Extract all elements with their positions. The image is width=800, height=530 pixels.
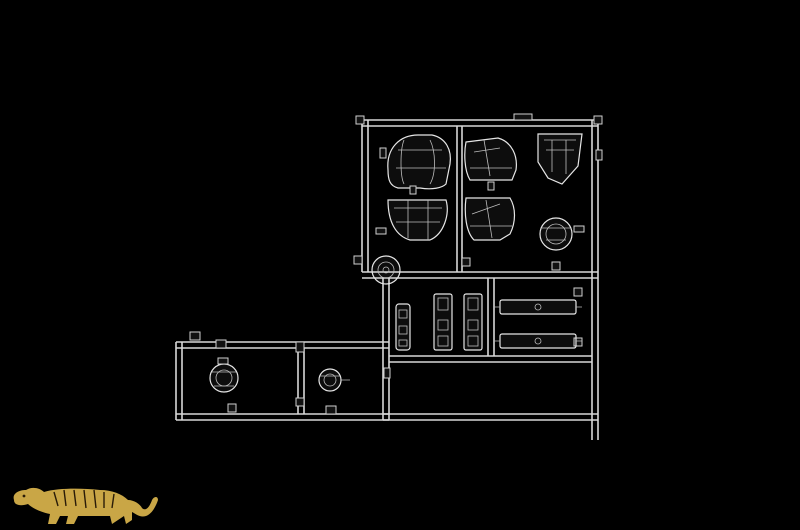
sprue-frame (175, 119, 599, 440)
seat-part-lower (464, 197, 516, 241)
headlight-housing-part (537, 133, 583, 185)
tiger-logo-icon (13, 487, 159, 524)
door-panel-part-left (433, 293, 453, 351)
small-bracket-part (395, 303, 411, 351)
round-lens-part-small (318, 368, 350, 392)
side-window-part-lower (494, 333, 582, 349)
cab-window-part-upper-left (387, 134, 451, 195)
seat-part-upper (464, 137, 517, 191)
door-panel-part-right (463, 293, 483, 351)
round-hub-part (371, 255, 401, 285)
sprue-tabs (189, 113, 603, 415)
cab-window-part-lower-left (387, 199, 448, 241)
round-lens-part-upper (539, 217, 573, 251)
side-window-part-upper (494, 299, 582, 315)
round-lens-part-large (209, 357, 239, 393)
